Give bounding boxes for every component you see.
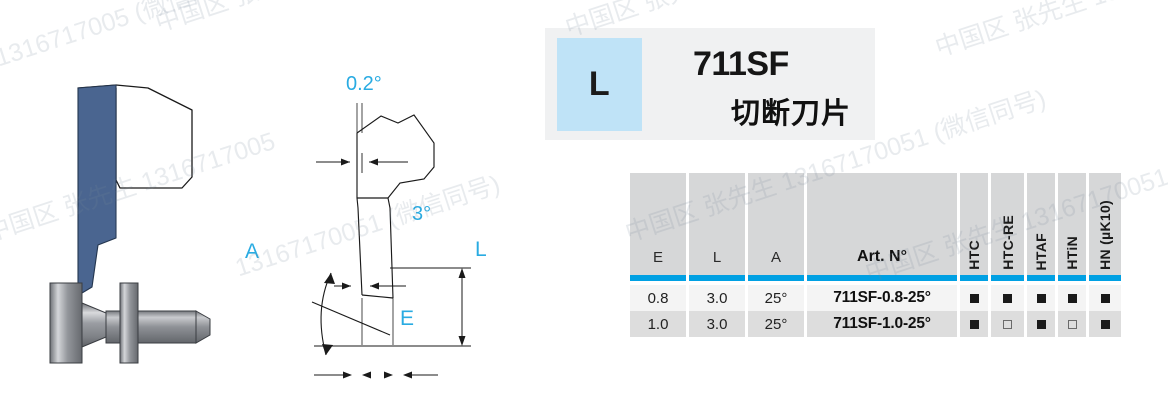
- col-header-htc-label: HTC: [966, 240, 982, 270]
- accent-rule-htin: [1058, 275, 1086, 281]
- cell-art-no: 711SF-0.8-25°: [807, 285, 957, 311]
- filled-square-icon: [1003, 294, 1012, 304]
- cell-art-no: 711SF-1.0-25°: [807, 311, 957, 337]
- filled-square-icon: [1067, 294, 1077, 304]
- empty-square-icon: [1003, 320, 1012, 330]
- cell-coating-hn: [1089, 311, 1121, 337]
- clamp-screw-head: [49, 282, 83, 364]
- accent-rule-E: [630, 275, 686, 281]
- dim-label-width: E: [400, 307, 415, 330]
- empty-square-icon: [1067, 320, 1077, 330]
- col-header-E-label: E: [652, 249, 663, 266]
- cell-L: 3.0: [689, 285, 745, 311]
- col-header-htaf: HTAF: [1027, 173, 1055, 275]
- cell-coating-htc-re: [991, 311, 1024, 337]
- cell-A: 25°: [748, 311, 804, 337]
- spec-table-head: E L A Art. N° HTC HTC-RE HTAF: [630, 173, 1121, 285]
- insert-type-badge-label: L: [588, 65, 611, 103]
- dim-top-angle: [316, 153, 408, 173]
- cutting-edge: [361, 294, 394, 299]
- col-header-htc-re: HTC-RE: [991, 173, 1024, 275]
- cell-L: 3.0: [689, 311, 745, 337]
- col-header-art-no-label: Art. N°: [857, 248, 907, 265]
- accent-rule-A: [748, 275, 804, 281]
- col-header-A: A: [748, 173, 804, 275]
- cell-coating-htin: [1058, 285, 1086, 311]
- product-code: 711SF: [693, 45, 789, 83]
- accent-rule-L: [689, 275, 745, 281]
- col-header-art-no: Art. N°: [807, 173, 957, 275]
- col-header-L: L: [689, 173, 745, 275]
- cell-coating-hn: [1089, 285, 1121, 311]
- cell-coating-htaf: [1027, 285, 1055, 311]
- assembly-drawing-svg: [49, 84, 211, 364]
- screw-flange: [119, 282, 139, 364]
- watermark-text: 中国区 张先生 13167170051 (微: [930, 0, 1168, 64]
- filled-square-icon: [1036, 320, 1046, 330]
- specification-table: E L A Art. N° HTC HTC-RE HTAF: [627, 173, 1124, 345]
- filled-square-icon: [969, 294, 979, 304]
- col-header-htc-re-label: HTC-RE: [999, 215, 1016, 270]
- dim-label-clearance: A: [245, 240, 260, 263]
- product-header-panel: L 711SF 切断刀片: [545, 28, 875, 140]
- dim-rake-angle: [334, 282, 406, 290]
- cell-A: 25°: [748, 285, 804, 311]
- col-header-L-label: L: [712, 249, 722, 266]
- cell-E: 0.8: [630, 285, 686, 311]
- accent-rule-htc: [960, 275, 988, 281]
- col-header-htc: HTC: [960, 173, 988, 275]
- col-header-hn-label: HN (µK10): [1097, 200, 1113, 270]
- filled-square-icon: [1036, 294, 1046, 304]
- col-header-E: E: [630, 173, 686, 275]
- accent-rule-htc-re: [991, 275, 1024, 281]
- col-header-htaf-label: HTAF: [1033, 232, 1049, 271]
- screw-cone: [81, 302, 107, 348]
- insert-detail-svg: [311, 103, 471, 390]
- accent-rule-hn: [1089, 275, 1121, 281]
- accent-rule-htaf: [1027, 275, 1055, 281]
- col-header-A-label: A: [770, 249, 781, 266]
- filled-square-icon: [969, 320, 979, 330]
- col-header-htin: HTiN: [1058, 173, 1086, 275]
- col-header-htin-label: HTiN: [1064, 236, 1080, 270]
- col-header-hn: HN (µK10): [1089, 173, 1121, 275]
- dim-clearance-angle-A: [311, 272, 434, 356]
- spec-table-header-row: E L A Art. N° HTC HTC-RE HTAF: [630, 173, 1121, 275]
- assembly-drawing: [20, 55, 260, 365]
- insert-type-badge: L: [557, 38, 642, 131]
- dim-label-top-angle: 0.2°: [346, 73, 382, 95]
- header-accent-rule-row: [630, 275, 1121, 281]
- cell-coating-htc: [960, 311, 988, 337]
- cell-coating-htc-re: [991, 285, 1024, 311]
- cell-coating-htaf: [1027, 311, 1055, 337]
- filled-square-icon: [1100, 294, 1110, 304]
- filled-square-icon: [1100, 320, 1110, 330]
- cell-coating-htin: [1058, 311, 1086, 337]
- dim-E-arrows-svg: [314, 371, 438, 379]
- dim-label-length: L: [475, 238, 487, 261]
- accent-rule-art-no: [807, 275, 957, 281]
- cell-coating-htc: [960, 285, 988, 311]
- screw-shaft: [105, 310, 211, 344]
- product-subtitle: 切断刀片: [731, 96, 852, 130]
- dim-label-rake-angle: 3°: [412, 203, 432, 225]
- center-lines: [356, 103, 394, 345]
- cell-E: 1.0: [630, 311, 686, 337]
- watermark-text: 中国区 张先生 13167170051 (微信同号): [150, 0, 580, 39]
- insert-detail-drawing: 0.2° 3° L E A: [238, 55, 528, 390]
- spec-table-element: E L A Art. N° HTC HTC-RE HTAF: [627, 173, 1124, 337]
